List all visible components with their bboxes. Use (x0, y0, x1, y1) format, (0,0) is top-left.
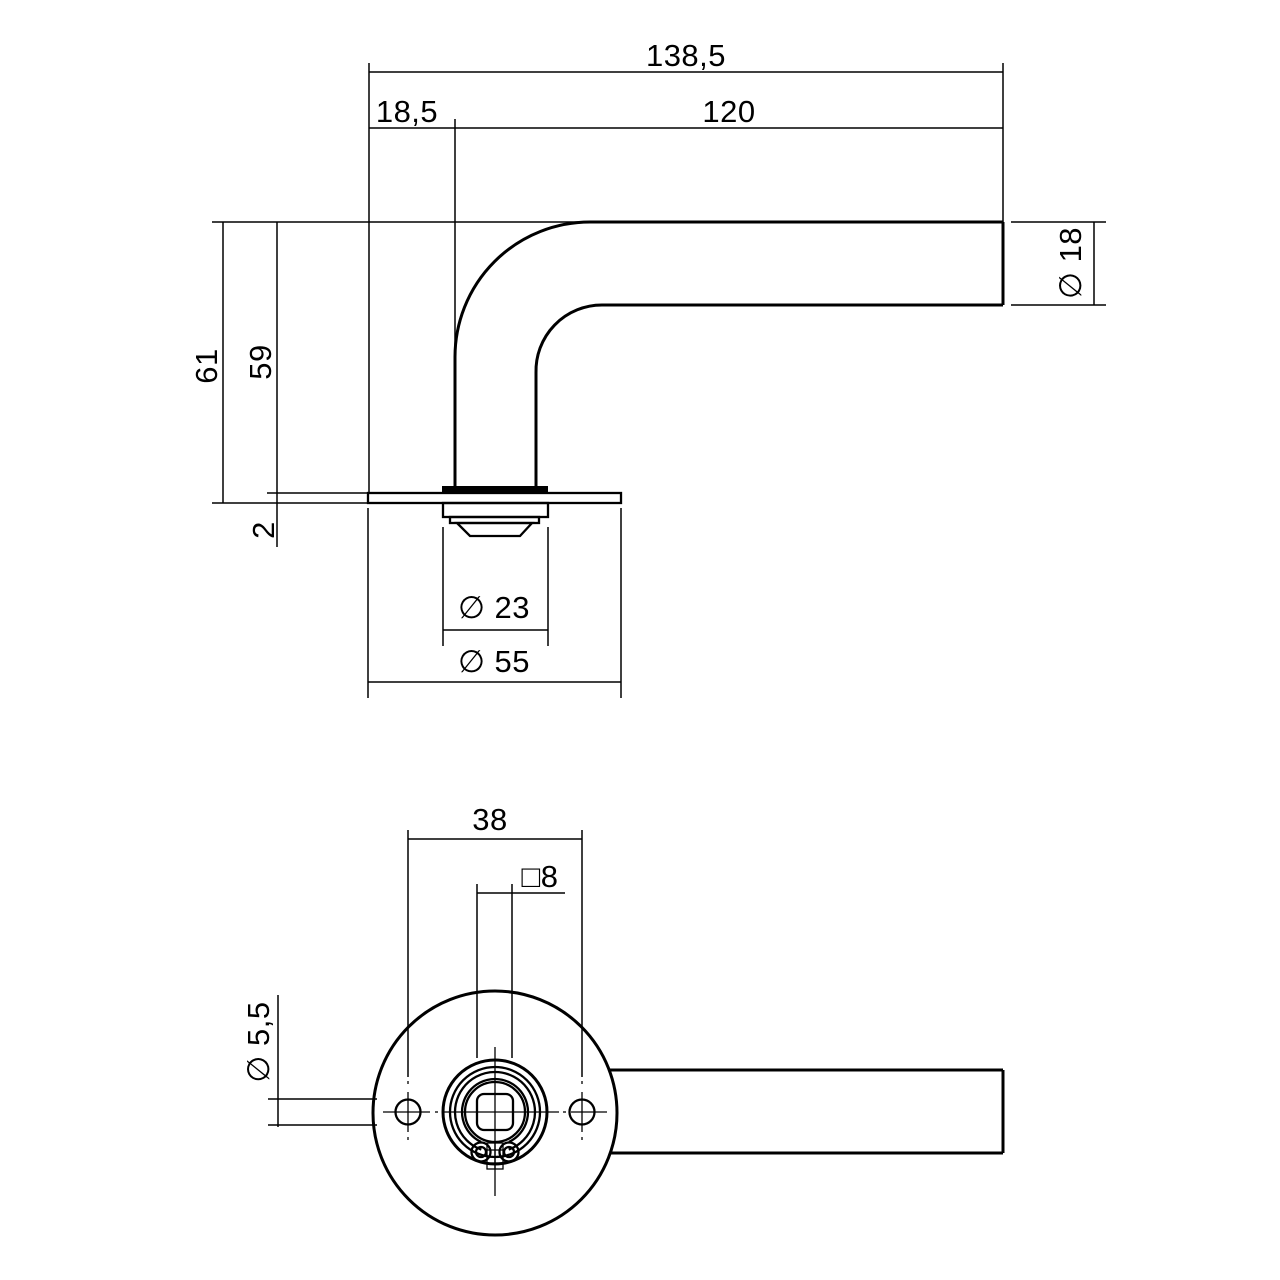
front-view: 38 □8 ∅ 5,5 (241, 802, 1005, 1237)
side-view-labels: 138,5 18,5 120 ∅ 18 61 59 2 ∅ 23 ∅ 55 (189, 38, 1088, 679)
snap-ring-lug-right (498, 1141, 520, 1163)
dim-label-screw-spacing: 38 (472, 802, 507, 837)
dim-label-spindle-square: □8 (522, 859, 559, 894)
snap-ring-inner (460, 1077, 530, 1143)
spindle-square-hole (475, 1092, 515, 1132)
spindle-hatch-detail (486, 1142, 504, 1170)
hub-inner-circle (463, 1080, 527, 1144)
snap-ring-lug-hole-left (474, 1145, 488, 1159)
side-view-handle-outline (366, 220, 1005, 538)
snap-ring-lug-hole-right (502, 1145, 516, 1159)
dim-label-rose-diameter: ∅ 55 (458, 644, 530, 679)
snap-ring-outer (453, 1070, 537, 1151)
screw-hole-right (568, 1098, 596, 1126)
dim-label-neck-offset: 18,5 (376, 94, 438, 129)
dim-label-overall-height: 61 (189, 348, 224, 383)
dim-label-total-length: 138,5 (646, 38, 726, 73)
bend-inner-curve (534, 303, 603, 374)
side-view: 138,5 18,5 120 ∅ 18 61 59 2 ∅ 23 ∅ 55 (189, 38, 1106, 698)
side-view-dimension-lines (212, 63, 1106, 698)
dim-label-collar-diameter: ∅ 23 (458, 590, 530, 625)
collar-block (441, 501, 550, 519)
neck-flange (442, 486, 548, 493)
front-view-labels: 38 □8 ∅ 5,5 (241, 802, 558, 1083)
screw-hole-left (394, 1098, 422, 1126)
front-view-dimension-lines (268, 830, 583, 1127)
dim-label-grip-diameter: ∅ 18 (1053, 227, 1088, 299)
dim-label-height-above-rose: 59 (243, 344, 278, 379)
collar-taper (454, 521, 535, 538)
bend-outer-curve (453, 220, 591, 358)
dim-label-screw-hole-diameter: ∅ 5,5 (241, 1001, 276, 1082)
dim-label-grip-length: 120 (702, 94, 755, 129)
dim-label-rose-thickness: 2 (246, 521, 281, 539)
snap-ring-lug-left (470, 1141, 492, 1163)
rose-circle (371, 989, 619, 1237)
front-view-outline (371, 989, 1005, 1237)
rose-plate (366, 491, 623, 505)
